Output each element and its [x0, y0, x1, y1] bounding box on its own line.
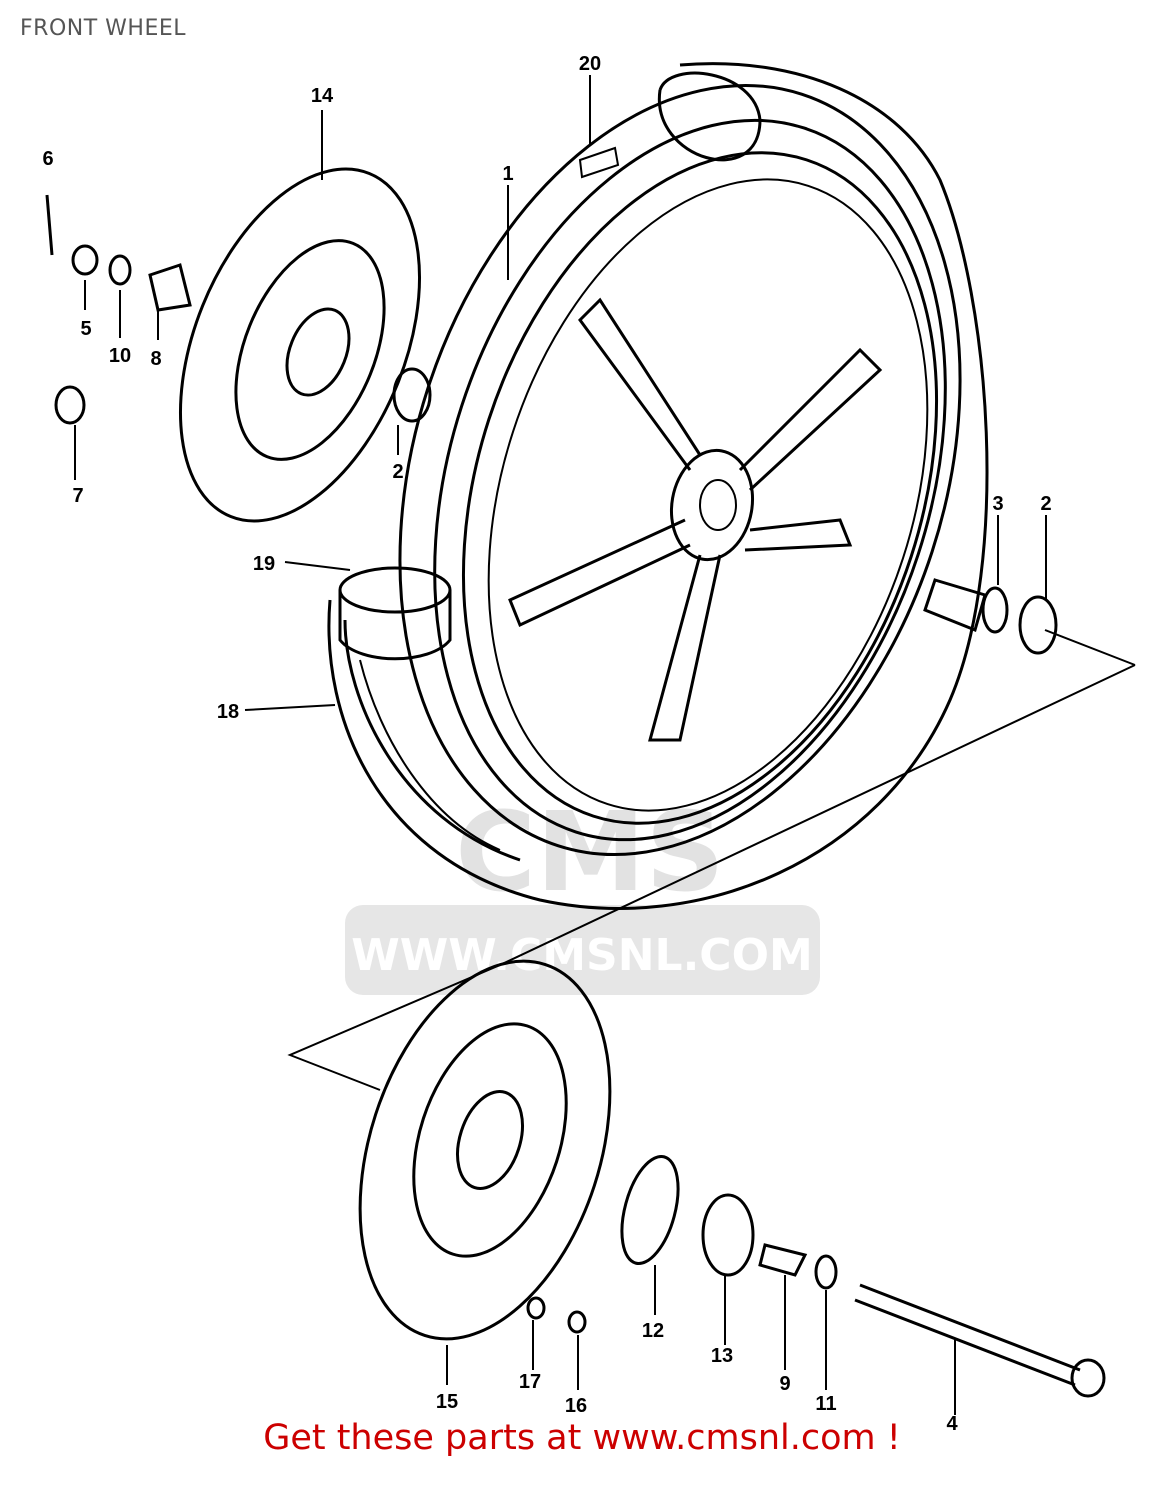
- callout-4: 4: [946, 1413, 958, 1435]
- callout-16: 16: [565, 1395, 587, 1417]
- watermark: WWW.CMSNL.COM CMS: [345, 788, 820, 995]
- leader-lines: [74, 75, 1047, 1415]
- tire: [327, 62, 989, 910]
- callout-3: 3: [992, 493, 1003, 515]
- callout-6: 6: [42, 148, 53, 170]
- explosion-guides: [287, 629, 1136, 1091]
- footer-link[interactable]: Get these parts at www.cmsnl.com !: [263, 1418, 901, 1458]
- small-parts-left: [45, 194, 432, 425]
- small-parts-right: [923, 578, 1058, 655]
- callout-18: 18: [217, 701, 239, 723]
- callout-20: 20: [579, 53, 601, 75]
- tire-valve-cap: [338, 566, 452, 661]
- callout-8: 8: [150, 348, 161, 370]
- callout-12: 12: [642, 1320, 664, 1342]
- callout-2a: 2: [392, 461, 403, 483]
- rim-band: [578, 71, 762, 179]
- callout-1: 1: [502, 163, 513, 185]
- callout-10: 10: [109, 345, 131, 367]
- callout-9: 9: [779, 1373, 790, 1395]
- callout-19: 19: [253, 553, 275, 575]
- brake-disc-right: [358, 959, 612, 1341]
- callout-labels: 1 2 2 3 4 5 6 7 8 9 10 11 12 13 14 15 16…: [42, 53, 1051, 1435]
- brake-disc-left: [178, 167, 422, 523]
- watermark-url: WWW.CMSNL.COM: [351, 930, 813, 981]
- callout-2b: 2: [1040, 493, 1051, 515]
- page-title: FRONT WHEEL: [20, 16, 186, 41]
- callout-15: 15: [436, 1391, 458, 1413]
- callout-11: 11: [815, 1393, 836, 1415]
- callout-5: 5: [80, 318, 91, 340]
- callout-17: 17: [519, 1371, 541, 1393]
- axle-parts: [526, 1154, 1106, 1398]
- callout-13: 13: [711, 1345, 733, 1367]
- callout-7: 7: [72, 485, 83, 507]
- callout-14: 14: [311, 85, 334, 107]
